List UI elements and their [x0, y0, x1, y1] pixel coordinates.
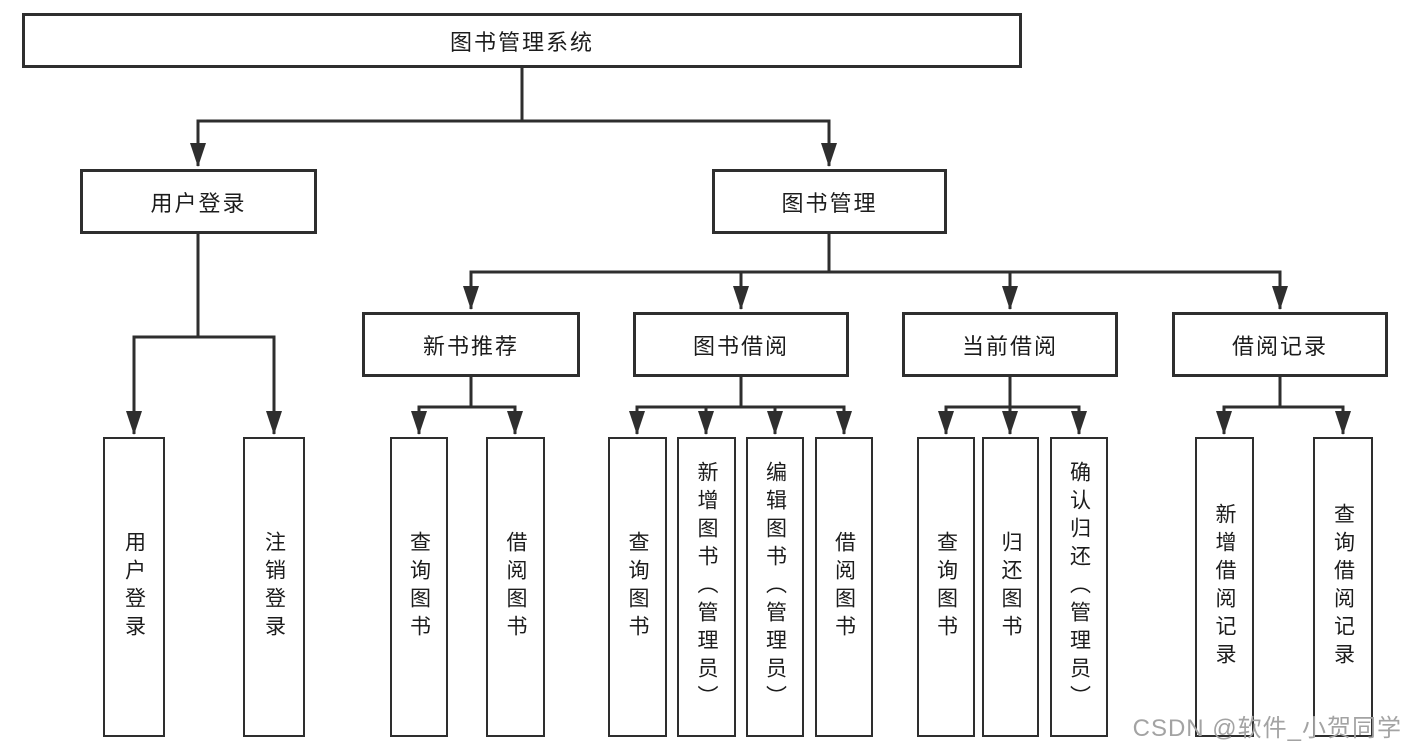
watermark: CSDN @软件_小贺同学 [1132, 715, 1402, 742]
leaf-query-book-current: 查询图书 [917, 437, 975, 737]
leaf-confirm-return-admin: 确认归还（管理员） [1050, 437, 1108, 737]
leaf-add-borrow-record: 新增借阅记录 [1195, 437, 1254, 737]
node-book-borrow: 图书借阅 [633, 312, 849, 377]
connector-trunks [132, 66, 1345, 409]
leaf-add-book-admin: 新增图书（管理员） [677, 437, 736, 737]
leaf-edit-book-admin: 编辑图书（管理员） [746, 437, 804, 737]
node-user-login: 用户登录 [80, 169, 317, 234]
node-new-book-recommend: 新书推荐 [362, 312, 580, 377]
leaf-borrow-book: 借阅图书 [815, 437, 873, 737]
node-current-borrow: 当前借阅 [902, 312, 1118, 377]
leaf-borrow-book-recommend: 借阅图书 [486, 437, 545, 737]
leaf-logout-login: 注销登录 [243, 437, 305, 737]
node-library-system: 图书管理系统 [22, 13, 1022, 68]
node-borrow-records: 借阅记录 [1172, 312, 1388, 377]
leaf-query-book-borrow: 查询图书 [608, 437, 667, 737]
leaf-query-borrow-record: 查询借阅记录 [1313, 437, 1373, 737]
leaf-return-book: 归还图书 [982, 437, 1039, 737]
leaf-user-login: 用户登录 [103, 437, 165, 737]
leaf-query-book-recommend: 查询图书 [390, 437, 448, 737]
node-book-management: 图书管理 [712, 169, 947, 234]
